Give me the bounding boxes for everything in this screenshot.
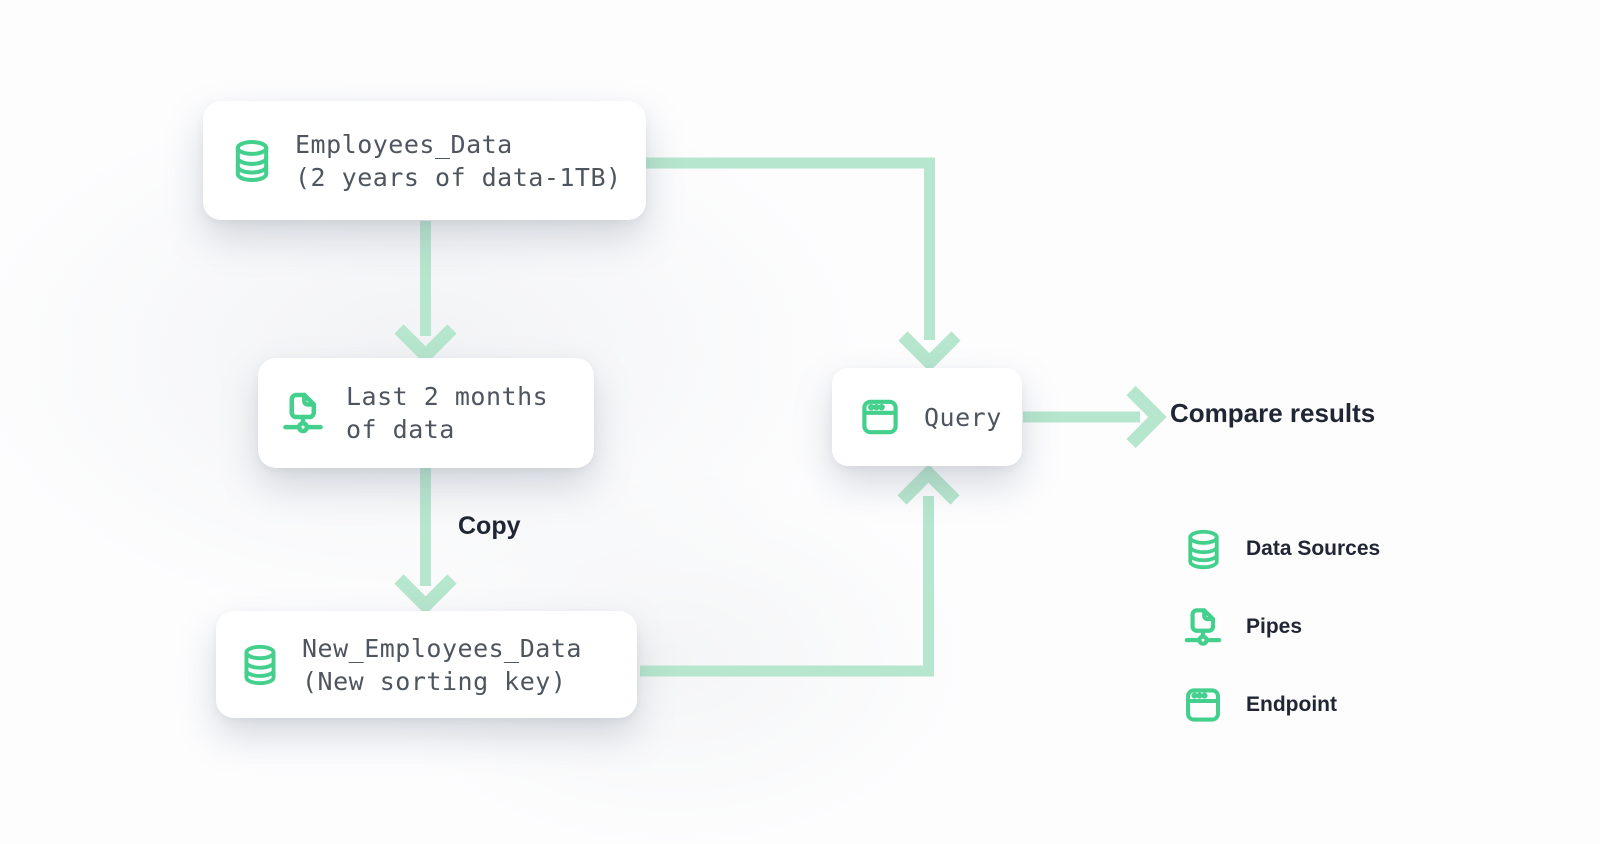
pipe-icon bbox=[276, 386, 330, 440]
edge-new-to-query bbox=[640, 496, 934, 677]
legend-item-endpoint: Endpoint bbox=[1178, 680, 1380, 730]
node-sublabel: (New sorting key) bbox=[302, 666, 567, 696]
node-employees-data: Employees_Data (2 years of data-1TB) bbox=[203, 101, 646, 220]
database-icon bbox=[1178, 528, 1228, 571]
node-label: Employees_Data bbox=[295, 129, 513, 159]
node-sublabel: of data bbox=[346, 415, 455, 444]
database-icon bbox=[229, 138, 275, 184]
node-new-employees-data: New_Employees_Data (New sorting key) bbox=[216, 611, 637, 718]
arrowhead-right-compare bbox=[1126, 385, 1167, 449]
legend-label: Data Sources bbox=[1246, 537, 1381, 560]
legend-item-pipes: Pipes bbox=[1178, 602, 1380, 652]
compare-results-label: Compare results bbox=[1170, 398, 1376, 428]
endpoint-icon bbox=[1178, 682, 1228, 728]
legend: Data Sources Pipes bbox=[1178, 524, 1380, 758]
node-sublabel: (2 years of data-1TB) bbox=[295, 162, 622, 192]
legend-label: Pipes bbox=[1246, 615, 1303, 638]
edge-employees-to-query bbox=[645, 157, 935, 340]
arrowhead-down-query bbox=[898, 331, 961, 372]
arrowhead-down-pipe bbox=[394, 324, 457, 365]
database-icon bbox=[238, 643, 282, 687]
node-query: Query bbox=[832, 368, 1022, 466]
arrowhead-up-query bbox=[897, 464, 960, 505]
pipe-icon bbox=[1178, 601, 1228, 653]
endpoint-icon bbox=[856, 393, 904, 441]
arrowhead-down-new bbox=[394, 574, 457, 615]
legend-label: Endpoint bbox=[1246, 693, 1337, 716]
copy-edge-label: Copy bbox=[458, 512, 521, 540]
node-last-two-months: Last 2 months of data bbox=[258, 358, 594, 468]
legend-item-data-sources: Data Sources bbox=[1178, 524, 1380, 574]
node-label: New_Employees_Data bbox=[302, 633, 582, 663]
node-label: Query bbox=[924, 402, 1002, 432]
node-label: Last 2 months bbox=[346, 382, 549, 411]
